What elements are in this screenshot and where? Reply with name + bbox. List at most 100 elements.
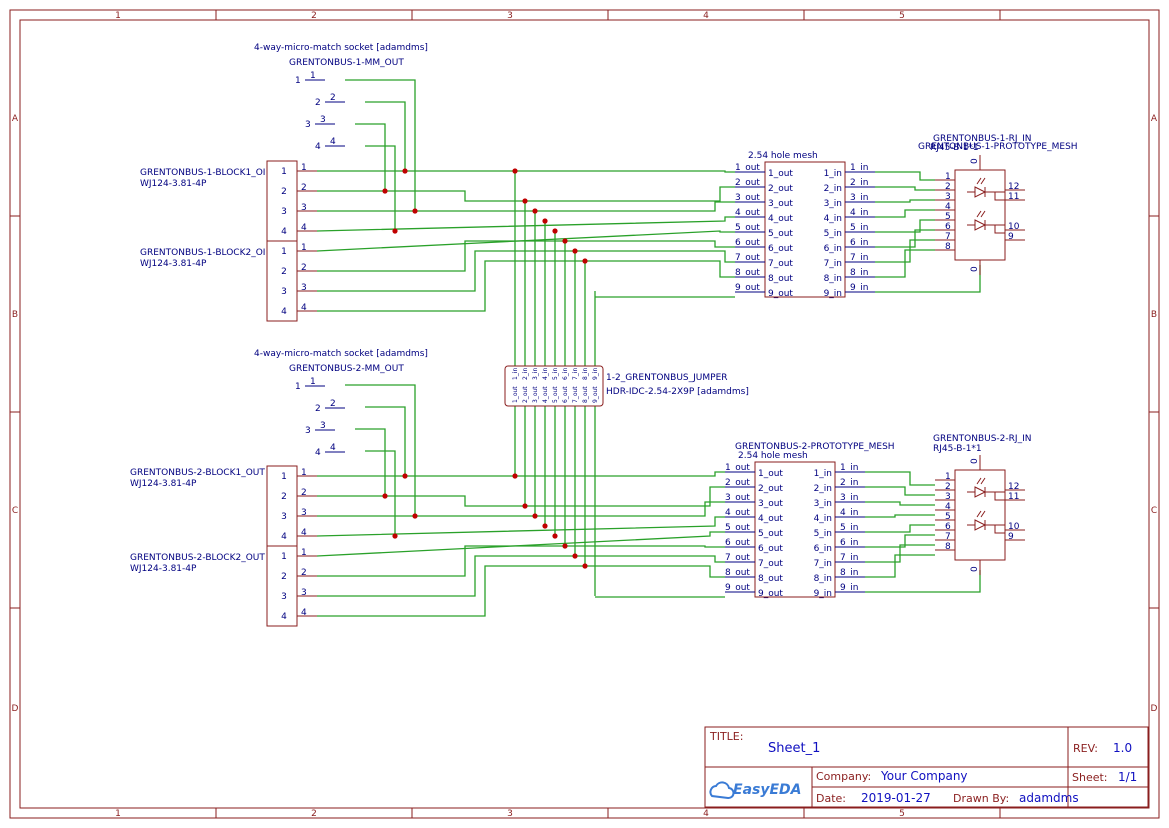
mesh-out-inner: 9_out (768, 289, 793, 299)
junction-dot (572, 553, 578, 559)
mesh-in-inner: 9_in (814, 589, 832, 599)
mesh-to-rj-wire (875, 171, 935, 181)
mm-wire (355, 428, 386, 496)
rj45-body (954, 169, 1006, 261)
junction-dot (582, 563, 588, 569)
jumper-body (504, 365, 604, 407)
jumper-out-label: 8_out (582, 386, 589, 403)
row-label-right: B (1151, 310, 1157, 320)
mesh-to-rj-wire (875, 186, 935, 191)
mesh-out-label: 7_out (735, 253, 760, 263)
junction-dot (582, 258, 588, 264)
mesh-in-inner: 3_in (814, 499, 832, 509)
terminal-pin-number: 1 (281, 167, 287, 177)
rj45-top-label: 0 (970, 458, 980, 464)
mesh-in-inner: 2_in (814, 484, 832, 494)
led-arrow-icon (976, 477, 986, 485)
mesh-out-label: 7_out (725, 553, 750, 563)
outer-border (9, 9, 1160, 819)
mesh-in-label: 3_in (840, 493, 858, 503)
terminal-pin-label: 1 (301, 468, 307, 478)
mesh-out-inner: 2_out (768, 184, 793, 194)
terminal-pin-label: 1 (301, 163, 307, 173)
mm-pin-label: 3 (320, 421, 326, 431)
sheet-value: 1/1 (1118, 770, 1137, 784)
led-wire (967, 491, 1005, 501)
mesh1-name: 2.54 hole mesh (748, 151, 818, 161)
junctions (382, 168, 588, 569)
jumper-out-label: 1_out (512, 386, 519, 403)
junction-dot (402, 168, 408, 174)
jumper-in-label: 8_in (582, 368, 589, 380)
junction-dot (512, 168, 518, 174)
mesh1-title: GRENTONBUS-1-PROTOTYPE_MESH (918, 142, 1078, 152)
col-label-top: 2 (311, 11, 317, 21)
mesh-in-label: 1_in (850, 163, 868, 173)
mesh-in-inner: 6_in (824, 244, 842, 254)
rj45-left-label: 7 (945, 532, 951, 542)
terminal-pin-label: 3 (301, 588, 307, 598)
junction-dot (572, 248, 578, 254)
junction-dot (552, 228, 558, 234)
mesh-in-label: 6_in (850, 238, 868, 248)
mesh-out-label: 4_out (735, 208, 760, 218)
date-value: 2019-01-27 (861, 791, 931, 805)
mesh-out-inner: 3_out (768, 199, 793, 209)
mesh-in-inner: 3_in (824, 199, 842, 209)
mesh-out-label: 1_out (735, 163, 760, 173)
row-label-left: D (12, 704, 19, 714)
block-to-mesh-wire (317, 250, 735, 292)
terminal-block-body (266, 545, 298, 627)
block-to-mesh-wire (317, 545, 725, 577)
rj2-part: RJ45-B-1*1 (933, 444, 982, 454)
terminal-pin-number: 2 (281, 492, 287, 502)
mm-pin-number: 2 (315, 98, 321, 108)
mm-wire (365, 450, 396, 536)
mm-wire (355, 123, 386, 191)
mesh-to-rj-wire (875, 249, 935, 278)
mm2-desc: 4-way-micro-match socket [adamdms] (254, 349, 428, 359)
terminal-pin-number: 2 (281, 267, 287, 277)
mesh-out-inner: 8_out (768, 274, 793, 284)
mesh-to-rj-wire (865, 554, 935, 578)
rj45-right-label: 11 (1008, 492, 1019, 502)
led-arrow-icon (976, 177, 986, 185)
mesh-out-label: 6_out (735, 238, 760, 248)
mesh-out-label: 9_out (735, 283, 760, 293)
block11-name: GRENTONBUS-1-BLOCK1_OI (140, 168, 265, 178)
row-label-left: A (12, 114, 19, 124)
rj45-bottom-label: 0 (970, 266, 980, 272)
block22-part: WJ124-3.81-4P (130, 564, 197, 574)
jumper-in-label: 5_in (552, 368, 559, 380)
rj45-left-label: 2 (945, 482, 951, 492)
col-label-bottom: 1 (115, 809, 121, 819)
mm-pin-label: 2 (330, 399, 336, 409)
terminal-pin-label: 1 (301, 548, 307, 558)
terminal-pin-number: 3 (281, 512, 287, 522)
led-wire (967, 224, 1005, 234)
mesh-in-label: 1_in (840, 463, 858, 473)
mesh-out-label: 3_out (725, 493, 750, 503)
terminal-pin-label: 2 (301, 183, 307, 193)
mesh-to-rj-wire (865, 544, 935, 563)
mesh-body (754, 461, 836, 598)
mesh-out-inner: 1_out (768, 169, 793, 179)
junction-dot (412, 513, 418, 519)
mm-wire (365, 101, 406, 171)
mm-pin-number: 2 (315, 404, 321, 414)
block-to-mesh-wire (316, 531, 725, 557)
led-wire (967, 524, 1005, 534)
jumper-in-label: 2_in (522, 368, 529, 380)
col-label-top: 1 (115, 11, 121, 21)
rev-label: REV: (1073, 742, 1098, 755)
rj1-name: GRENTONBUS-1-RJ_IN (933, 134, 1031, 144)
terminal-pin-label: 3 (301, 508, 307, 518)
terminal-pin-label: 4 (301, 303, 307, 313)
rj2-name: GRENTONBUS-2-RJ_IN (933, 434, 1031, 444)
mesh-in-inner: 8_in (824, 274, 842, 284)
jumper-in-label: 6_in (562, 368, 569, 380)
